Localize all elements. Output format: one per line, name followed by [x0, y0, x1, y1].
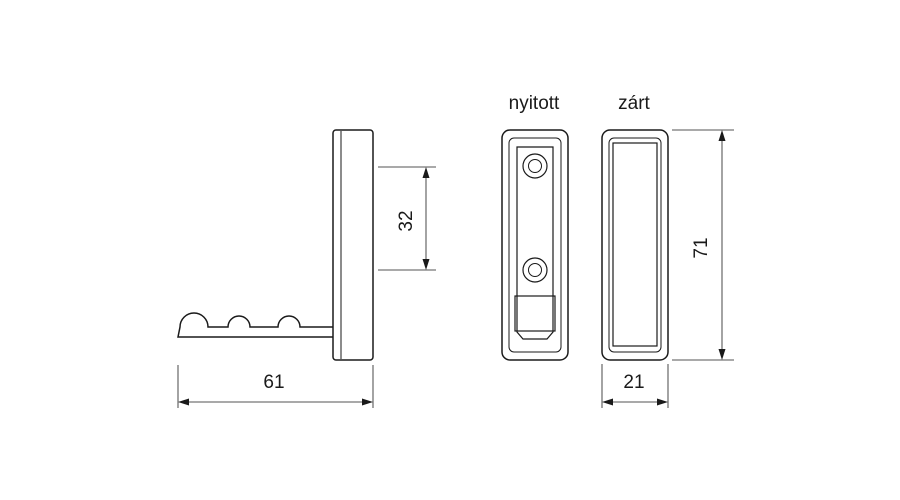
- open-view-inner-frame: [508, 137, 562, 353]
- closed-view-cover: [612, 142, 658, 347]
- dimension-width: 21: [601, 364, 669, 408]
- closed-view: [601, 129, 669, 361]
- dimension-total-length: 61: [177, 365, 374, 408]
- dimension-height: 71: [672, 129, 734, 361]
- open-view: [501, 129, 569, 361]
- side-view-wavy-arm: [177, 312, 333, 338]
- side-view-body: [332, 129, 374, 361]
- open-view-slider: [516, 146, 554, 340]
- side-view: [177, 129, 374, 361]
- open-view-title: nyitott: [509, 93, 560, 114]
- closed-view-title: zárt: [618, 93, 650, 114]
- dimension-hole-spacing: 32: [378, 166, 436, 271]
- closed-view-inner-frame: [608, 137, 662, 353]
- dimension-width-value: 21: [623, 372, 644, 393]
- open-view-upper-hole: [522, 153, 548, 179]
- dimension-height-value: 71: [691, 237, 712, 258]
- dimension-total-length-value: 61: [263, 372, 284, 393]
- open-view-outer-frame: [501, 129, 569, 361]
- closed-view-outer-frame: [601, 129, 669, 361]
- dimension-hole-spacing-value: 32: [396, 210, 417, 231]
- open-view-catch: [514, 295, 556, 332]
- open-view-lower-hole: [522, 257, 548, 283]
